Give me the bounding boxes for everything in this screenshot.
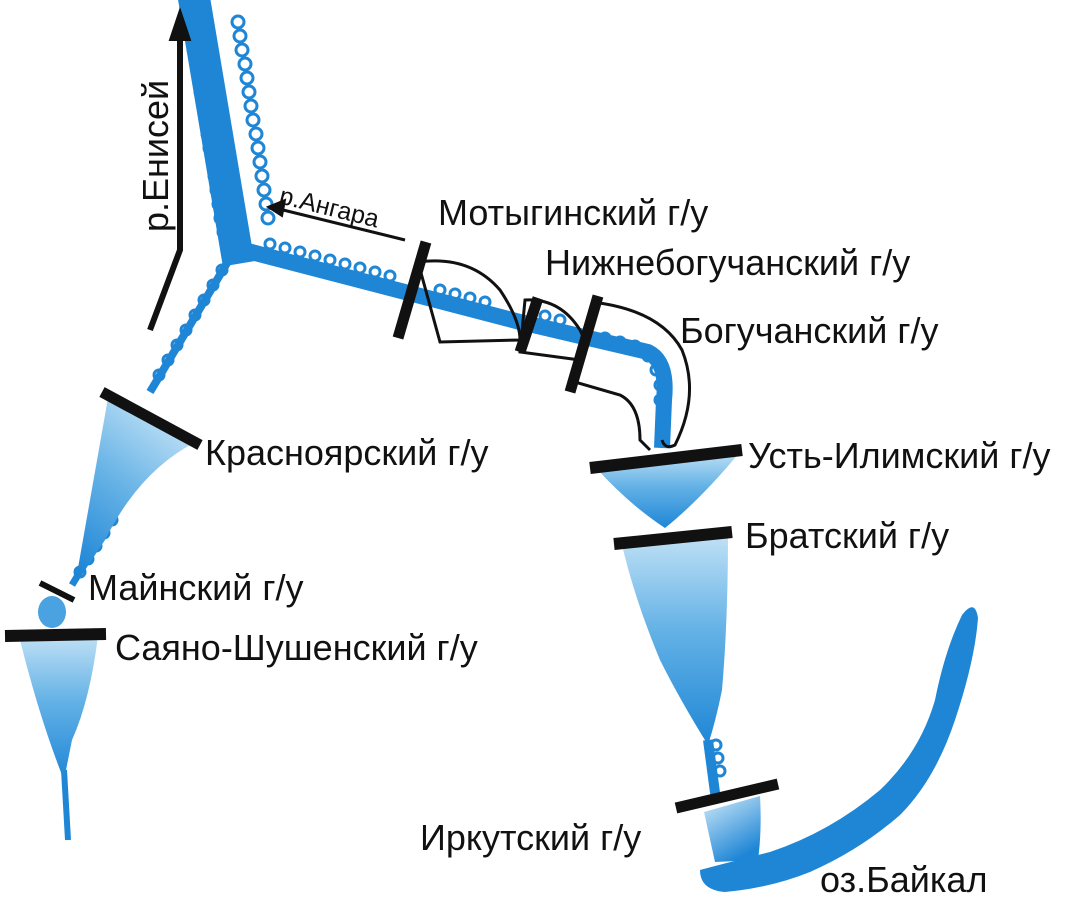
yenisei-label: р.Енисей <box>135 80 176 232</box>
dam-krasnoyarsky <box>99 387 203 450</box>
label-mainsky: Майнский г/у <box>88 567 304 608</box>
dam-nizhneboguchansky <box>514 296 544 354</box>
bratsk-reservoir <box>622 536 728 745</box>
label-baikal: оз.Байкал <box>820 859 987 900</box>
dam-bratsky <box>613 526 733 550</box>
mainsky-reservoir <box>38 596 66 628</box>
dam-boguchansky <box>564 294 604 394</box>
dam-ust-ilimsky <box>589 444 743 474</box>
label-ust-ilimsky: Усть-Илимский г/у <box>748 435 1051 476</box>
sayano-shushensky-reservoir <box>20 636 98 780</box>
irkutsk-reservoir <box>704 796 761 862</box>
angara-river <box>233 237 673 449</box>
label-motyginsky: Мотыгинский г/у <box>438 192 708 233</box>
label-sayano-shushensky: Саяно-Шушенский г/у <box>115 627 478 668</box>
ust-ilimsk-reservoir <box>598 452 740 528</box>
angara-flow-arrow <box>265 198 406 242</box>
label-nizhneboguchansky: Нижнебогучанский г/у <box>545 242 910 283</box>
dam-motyginsky <box>392 240 432 340</box>
dam-sayano-shushensky <box>4 628 107 642</box>
dam-mainsky <box>38 580 76 603</box>
krasnoyarsk-reservoir <box>75 398 196 585</box>
angara-label: р.Ангара <box>277 182 382 234</box>
lake-baikal <box>700 607 978 892</box>
label-irkutsky: Иркутский г/у <box>420 817 641 858</box>
dams <box>4 240 780 814</box>
label-bratsky: Братский г/у <box>745 515 949 556</box>
yenisei-flow-arrow <box>147 6 192 332</box>
label-boguchansky: Богучанский г/у <box>680 310 939 351</box>
angara-lower <box>703 738 727 801</box>
label-krasnoyarsky: Красноярский г/у <box>205 432 489 473</box>
dam-irkutsky <box>674 778 780 814</box>
